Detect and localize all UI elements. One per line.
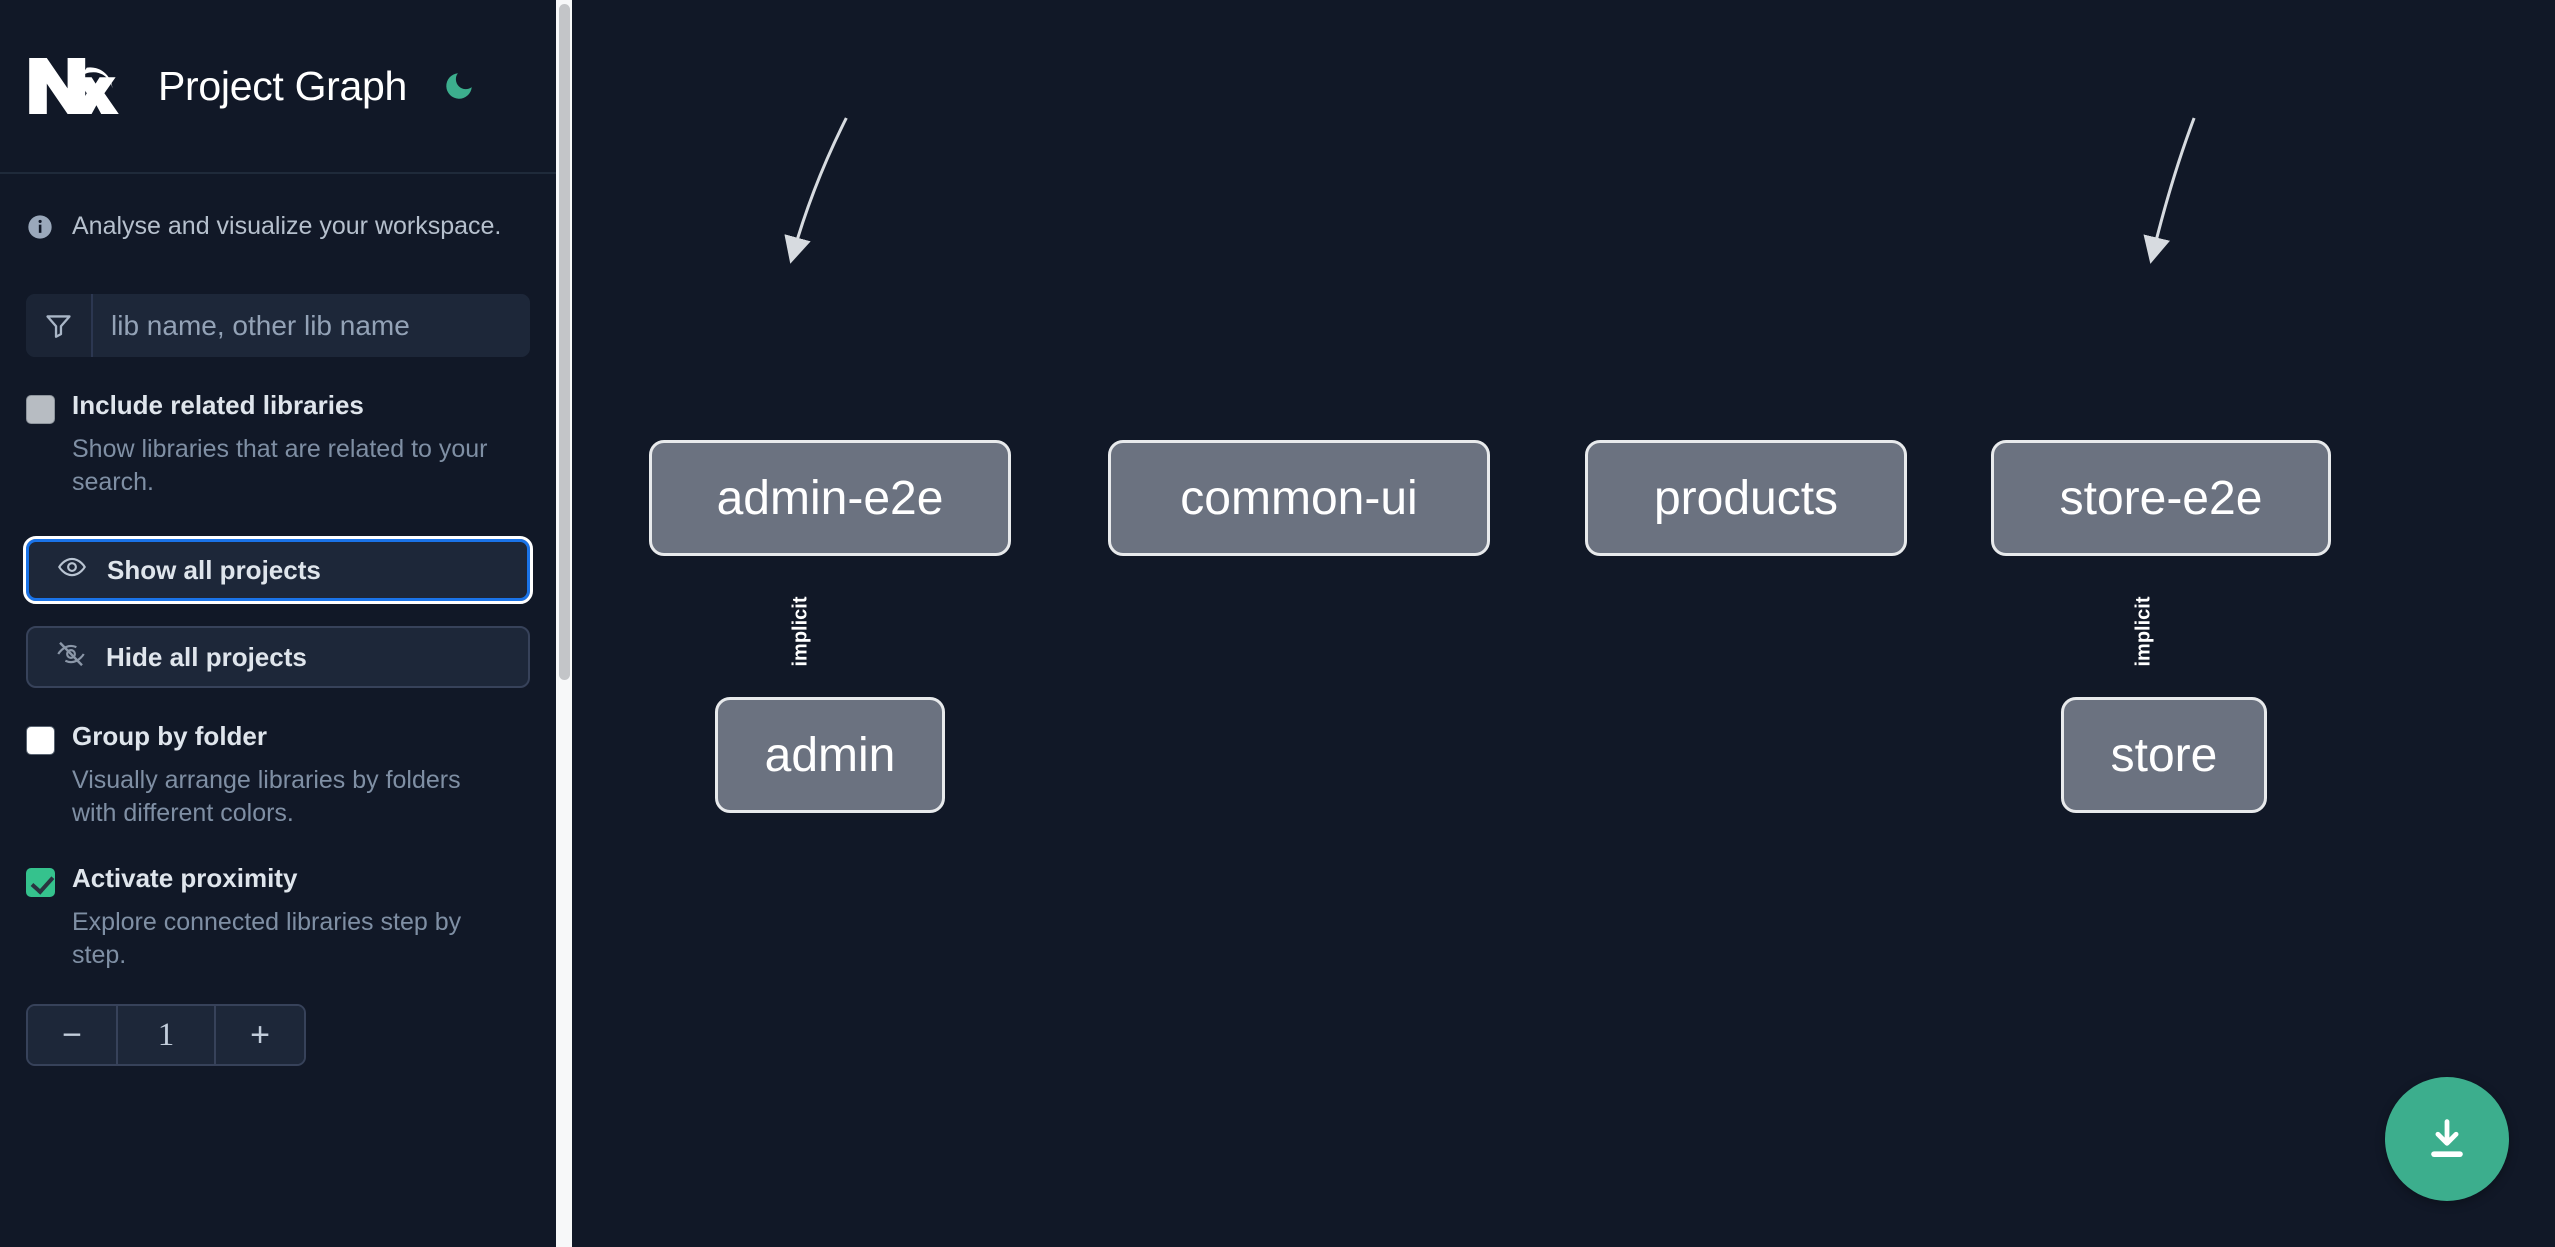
- project-visibility-buttons: Show all projects Hide all projects: [0, 536, 556, 688]
- graph-canvas[interactable]: admin-e2e common-ui products store-e2e a…: [556, 0, 2555, 1247]
- app-title: Project Graph: [158, 62, 408, 109]
- graph-node-common-ui[interactable]: common-ui: [1108, 440, 1490, 556]
- graph-node-store-e2e[interactable]: store-e2e: [1991, 440, 2331, 556]
- hide-all-projects-button[interactable]: Hide all projects: [26, 626, 530, 688]
- option-description: Show libraries that are related to your …: [72, 435, 488, 496]
- graph-node-products[interactable]: products: [1585, 440, 1907, 556]
- graph-node-admin-e2e[interactable]: admin-e2e: [649, 440, 1011, 556]
- node-label: store-e2e: [2059, 471, 2263, 525]
- sidebar: Project Graph Analyse and visualize your…: [0, 0, 556, 1247]
- option-description: Visually arrange libraries by folders wi…: [72, 766, 461, 827]
- checkbox-include-related-libraries[interactable]: [26, 395, 55, 424]
- option-description: Explore connected libraries step by step…: [72, 908, 462, 969]
- graph-edges: [784, 117, 2196, 264]
- filter-funnel-icon[interactable]: [26, 294, 93, 357]
- eye-icon: [57, 552, 87, 589]
- graph-node-store[interactable]: store: [2061, 697, 2267, 813]
- node-label: admin-e2e: [716, 471, 944, 525]
- option-activate-proximity[interactable]: Activate proximity Explore connected lib…: [0, 864, 556, 972]
- hide-all-projects-label: Hide all projects: [106, 641, 307, 672]
- show-all-projects-button[interactable]: Show all projects: [23, 536, 533, 604]
- proximity-value: 1: [118, 1006, 214, 1064]
- proximity-increment-button[interactable]: +: [214, 1006, 304, 1064]
- proximity-decrement-button[interactable]: −: [28, 1006, 118, 1064]
- eye-off-icon: [56, 639, 86, 676]
- edge-store-e2e-to-store: [2143, 117, 2196, 264]
- node-label: admin: [764, 728, 896, 782]
- edge-admin-e2e-to-admin: [784, 117, 848, 264]
- sidebar-header: Project Graph: [0, 0, 556, 174]
- sidebar-scrollbar-thumb[interactable]: [559, 4, 570, 680]
- nx-logo-icon: [26, 53, 122, 119]
- graph-node-admin[interactable]: admin: [715, 697, 945, 813]
- search-input[interactable]: [93, 294, 530, 357]
- proximity-stepper: − 1 +: [0, 1004, 556, 1066]
- show-all-projects-label: Show all projects: [107, 554, 321, 585]
- option-include-related-libraries[interactable]: Include related libraries Show libraries…: [0, 391, 556, 499]
- option-label: Group by folder: [72, 721, 267, 751]
- node-label: products: [1653, 471, 1839, 525]
- option-label: Include related libraries: [72, 390, 364, 420]
- tagline-text: Analyse and visualize your workspace.: [72, 212, 502, 240]
- sidebar-scrollbar[interactable]: [556, 0, 572, 1247]
- checkbox-group-by-folder[interactable]: [26, 726, 55, 755]
- moon-icon[interactable]: [437, 64, 481, 108]
- node-label: common-ui: [1180, 471, 1418, 525]
- search-row: [0, 294, 556, 357]
- option-label: Activate proximity: [72, 863, 298, 893]
- node-label: store: [2110, 728, 2218, 782]
- search-box[interactable]: [26, 294, 530, 357]
- download-graph-button[interactable]: [2385, 1077, 2509, 1201]
- option-group-by-folder[interactable]: Group by folder Visually arrange librari…: [0, 722, 556, 830]
- info-circle-icon: [26, 213, 54, 241]
- tagline: Analyse and visualize your workspace.: [0, 212, 556, 241]
- checkbox-activate-proximity[interactable]: [26, 868, 55, 897]
